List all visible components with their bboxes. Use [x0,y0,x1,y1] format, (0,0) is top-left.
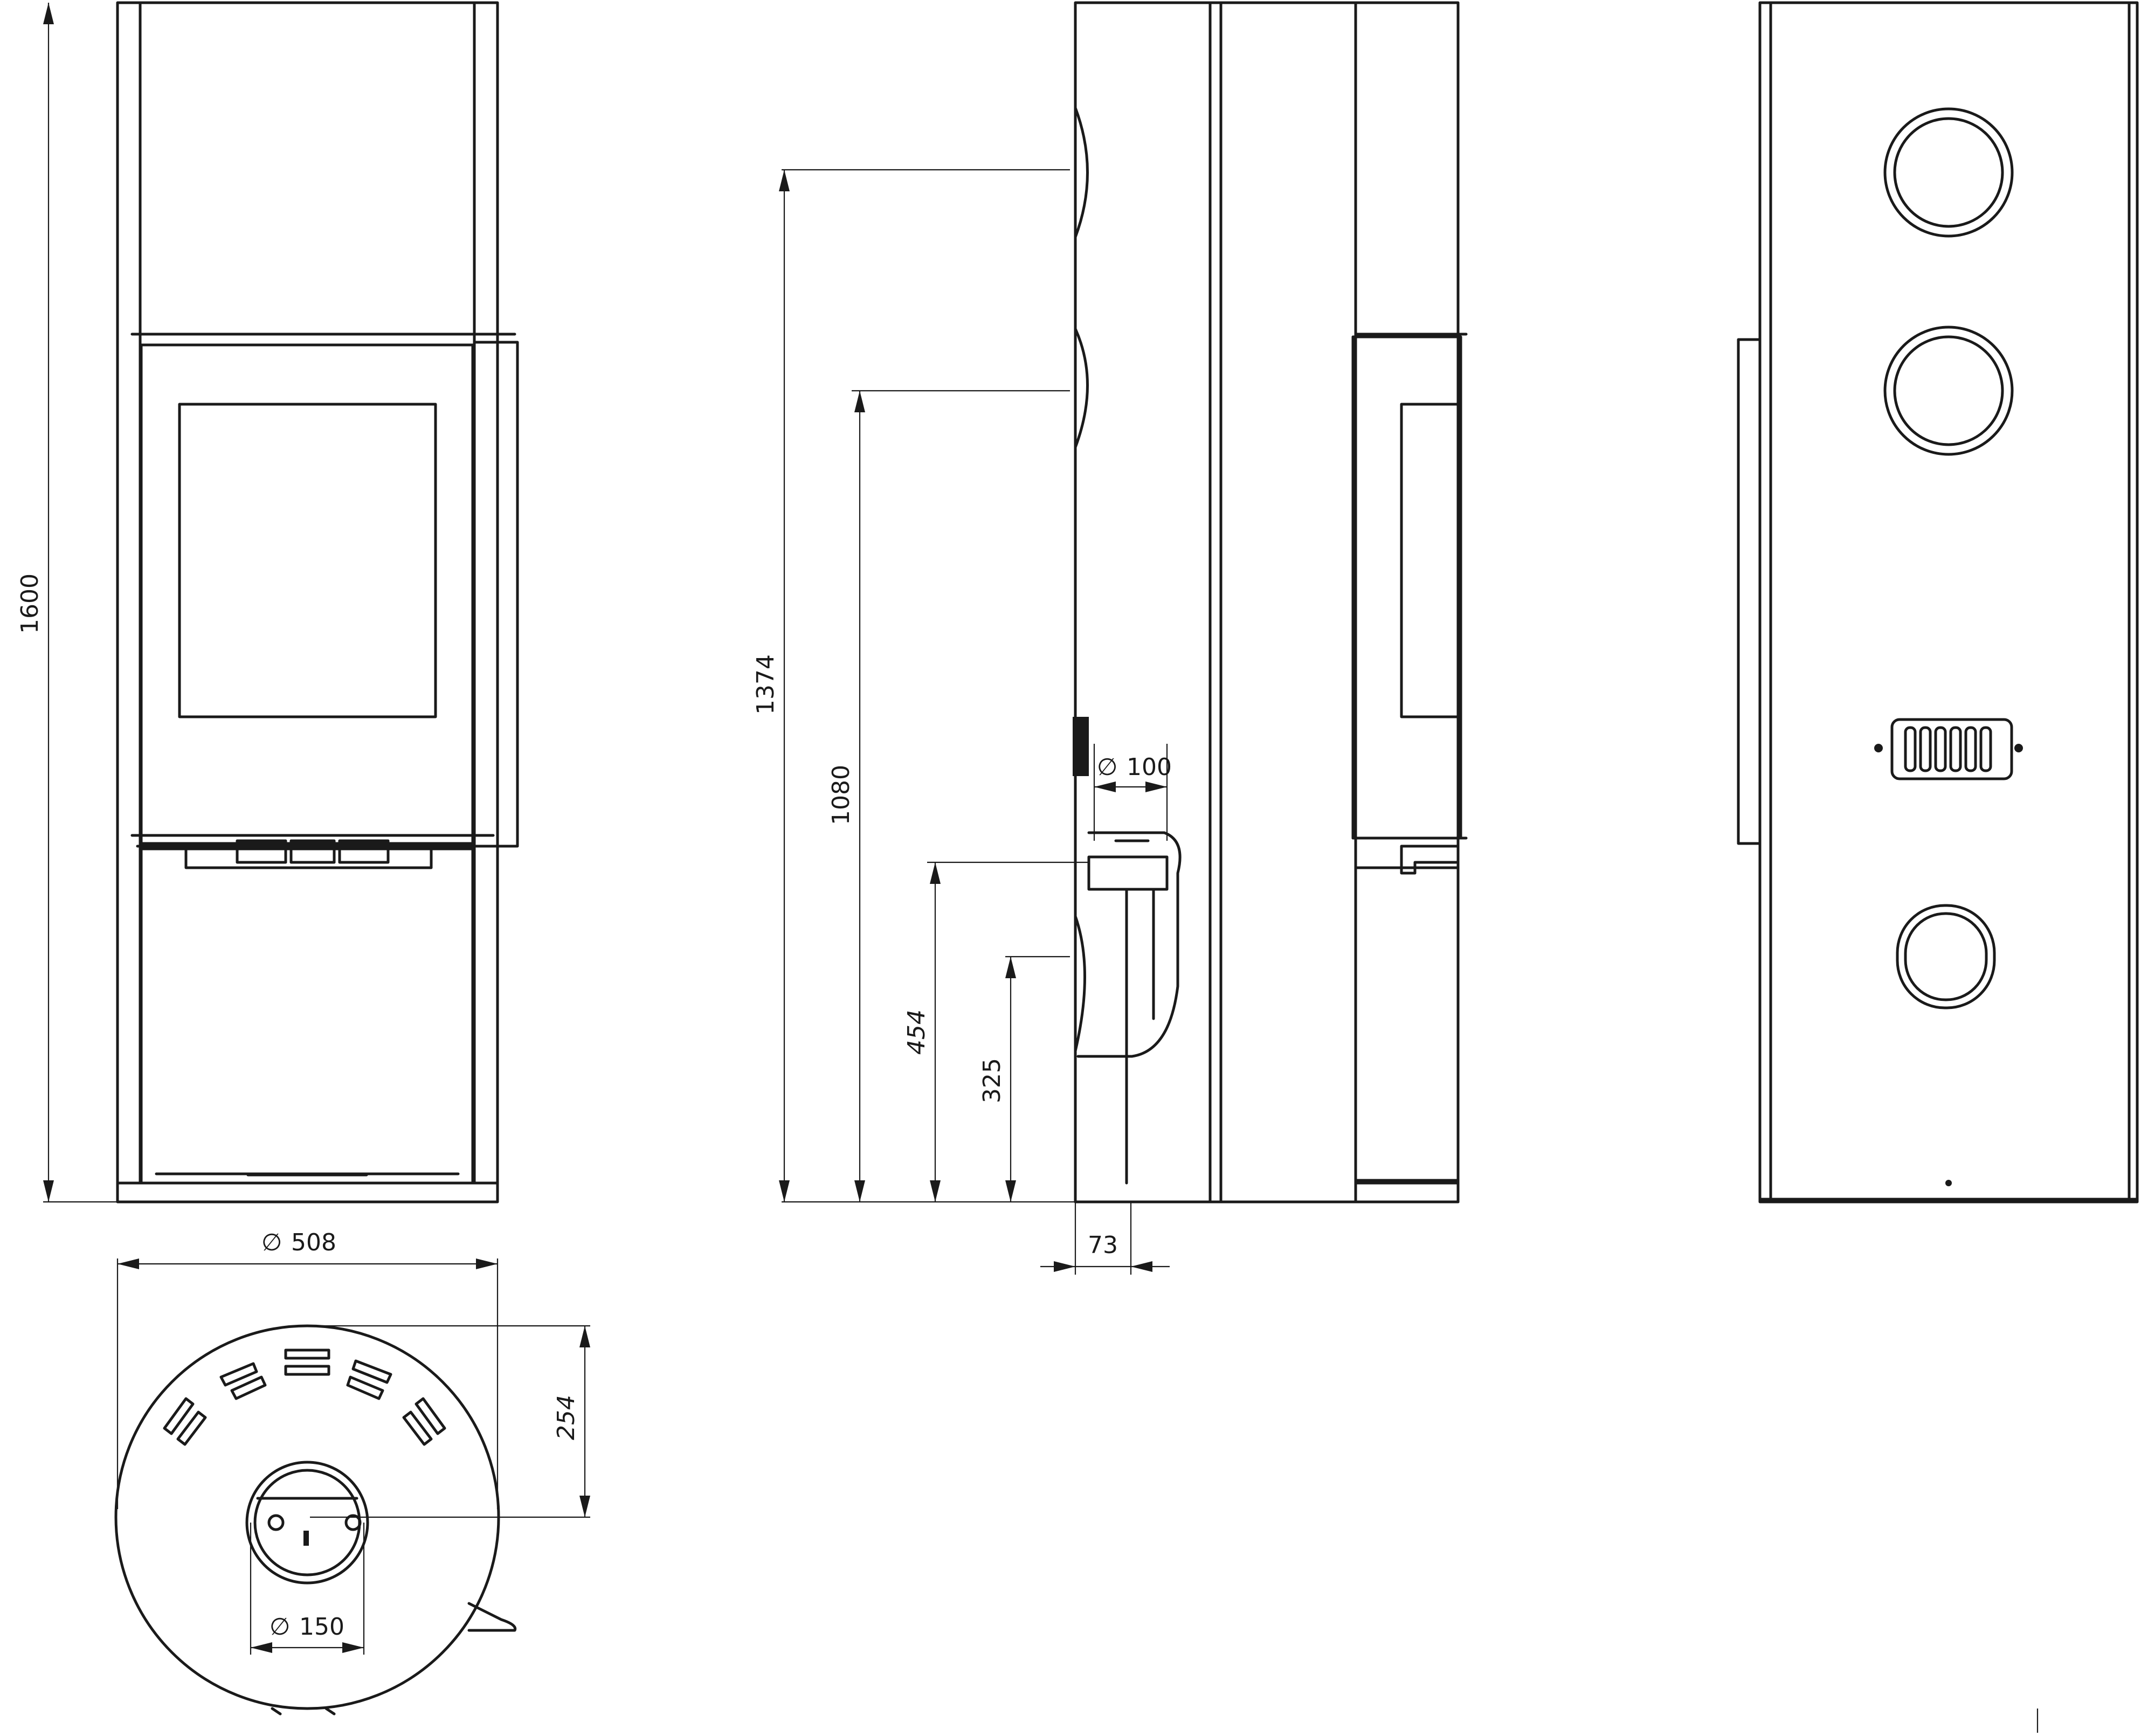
dimension-1080: 1080 [827,390,1070,1202]
ash-drawer [140,847,474,1185]
dimension-diameter-508: ∅ 508 [116,1229,499,1509]
dim-label-325: 325 [978,1058,1006,1103]
side-view [1073,1,1468,1204]
dim-label-phi-100: ∅ [1097,753,1117,781]
dimension-325: 325 [978,956,1070,1202]
dim-label-1600: 1600 [16,573,44,634]
dim-label-150: 150 [299,1613,344,1641]
dimension-73: 73 [1040,1202,1170,1275]
rear-vent-grille [1874,718,2023,780]
rear-view [1737,1,2139,1204]
dim-label-1374: 1374 [752,654,779,715]
dim-label-454: 454 [903,1009,930,1055]
rear-flue-outlet-upper [1883,107,2014,238]
dimension-254: 254 [310,1325,590,1518]
dim-label-254: 254 [552,1395,580,1440]
dimension-total-height: 1600 [16,3,118,1203]
top-view [114,1324,517,1716]
dim-label-phi-508: ∅ [261,1229,282,1256]
top-flue-collar [245,1461,369,1585]
dim-label-508: 508 [291,1229,336,1256]
door-handle [473,341,519,848]
front-view [116,1,519,1204]
rear-air-inlet [1896,904,1996,1009]
rear-flue-outlet-lower [1883,326,2014,456]
top-vent-slots [163,1348,446,1446]
dimension-diameter-150: ∅ 150 [250,1523,365,1655]
dimension-diameter-100: ∅ 100 [1093,744,1172,841]
dim-label-73: 73 [1088,1232,1118,1259]
front-glass-window [178,403,437,718]
dimension-454: 454 [903,861,1089,1202]
dim-label-100: 100 [1127,753,1172,781]
dimension-1374: 1374 [752,169,1070,1202]
dim-label-phi-150: ∅ [270,1613,290,1641]
dim-label-1080: 1080 [827,765,855,825]
